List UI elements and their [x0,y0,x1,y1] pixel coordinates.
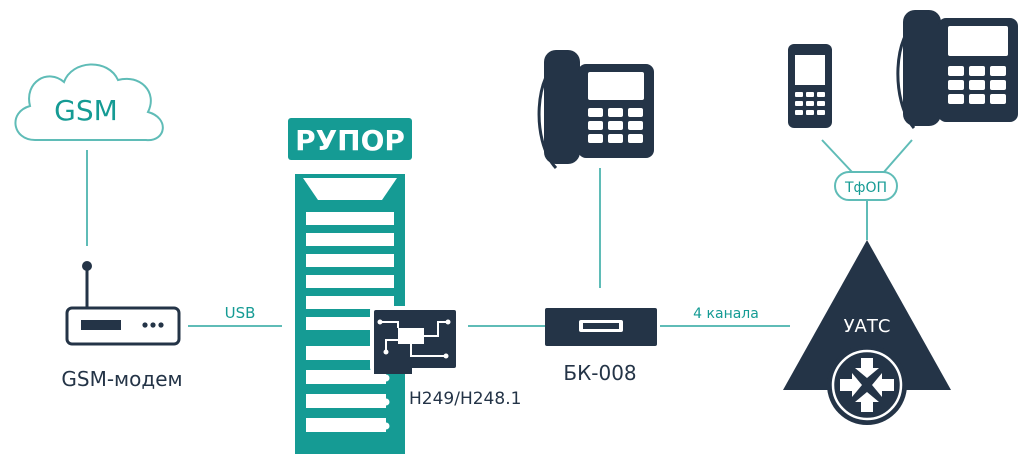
server-rack-icon [295,174,405,454]
line-deskphone-tfop [883,139,913,173]
bk-008: БК-008 [545,308,657,385]
pcb-card-icon [370,306,460,374]
gsm-cloud: GSM [14,63,164,142]
bk-box-icon [545,308,657,346]
arrows-in-icon [840,358,894,412]
desk-phone-icon [537,50,654,170]
arrows-circle [827,345,907,425]
uats-label: УАТС [844,316,891,337]
pbx-triangle-icon [783,240,951,390]
card-label: H249/H248.1 [409,389,521,409]
desk-phone-right-icon [896,10,1018,129]
modem-label: GSM-модем [61,367,182,391]
usb-label: USB [225,304,256,322]
uats-node: УАТС [783,240,951,425]
mobile-phone-icon [788,44,832,128]
bk-label: БК-008 [563,361,636,385]
line-mobile-tfop [821,139,853,173]
connector-lines [86,139,913,327]
router-icon [65,261,181,346]
rupor-title: РУПОР [295,124,405,157]
tfop-node: ТфОП [834,171,898,201]
tfop-label: ТфОП [844,180,887,196]
cloud-icon [14,63,164,142]
gsm-cloud-label: GSM [54,94,118,127]
gsm-modem: GSM-модем [61,261,183,391]
rupor-title-box [288,118,412,160]
channels-label: 4 канала [693,306,759,322]
rupor-server: РУПОР [288,118,521,454]
